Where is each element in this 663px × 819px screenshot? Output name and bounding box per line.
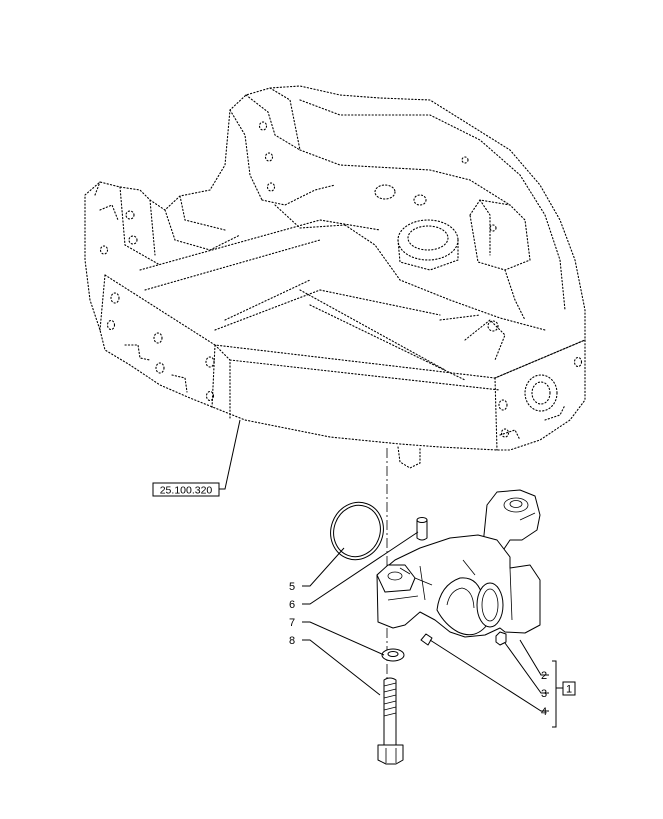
kit-label-text: 1 xyxy=(566,684,572,696)
grease-nipple-part xyxy=(420,633,433,646)
washer-part xyxy=(381,648,405,662)
reference-leader xyxy=(219,419,241,490)
callout-7: 7 xyxy=(289,617,295,629)
kit-label-box[interactable]: 1 xyxy=(562,681,576,696)
plug-part xyxy=(495,631,507,646)
callout-8: 8 xyxy=(289,635,295,647)
callout-5: 5 xyxy=(289,581,295,593)
reference-label-text: 25.100.320 xyxy=(160,485,213,497)
callout-3: 3 xyxy=(541,688,547,700)
callout-leaders xyxy=(302,531,563,728)
bolt-part xyxy=(377,677,404,765)
axle-support-frame xyxy=(84,85,586,469)
pin-part xyxy=(416,517,428,541)
callout-4: 4 xyxy=(541,706,547,718)
support-bracket-part xyxy=(376,489,541,638)
o-ring-part xyxy=(330,501,384,561)
callout-2: 2 xyxy=(541,670,547,682)
callout-6: 6 xyxy=(289,599,295,611)
reference-label[interactable]: 25.100.320 xyxy=(152,482,220,497)
